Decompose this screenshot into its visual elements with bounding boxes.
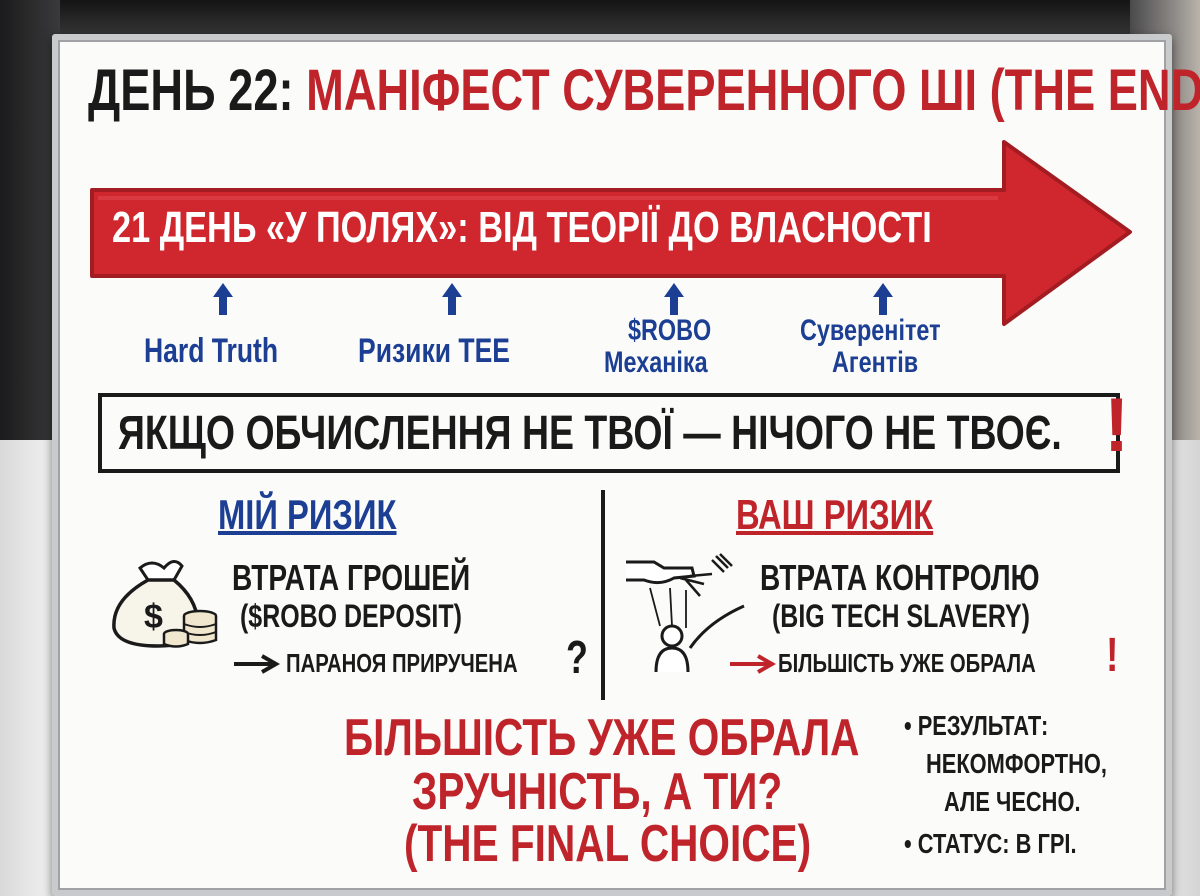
milestone-label: Ризики TEE: [358, 332, 511, 370]
bullet: •: [904, 828, 912, 859]
conclusion-line-1: БІЛЬШІСТЬ УЖЕ ОБРАЛА: [344, 709, 860, 767]
money-bag-icon: $: [112, 560, 218, 648]
right-line-1: ВТРАТА КОНТРОЛЮ: [760, 557, 1040, 598]
title-day: ДЕНЬ 22:: [88, 58, 294, 123]
background-wall-top: [0, 0, 1200, 40]
up-arrow-icon: [873, 283, 893, 315]
right-arrow-icon: [730, 654, 776, 674]
right-heading: ВАШ РИЗИК: [736, 491, 934, 538]
title-rest: МАНІФЕСТ СУВЕРЕННОГО ШІ (THE END): [306, 58, 1200, 123]
result-label: • РЕЗУЛЬТАТ:: [904, 712, 1048, 740]
left-line-2: ($ROBO DEPOSIT): [240, 598, 462, 634]
board-stand-left: [0, 440, 60, 896]
arrow-banner-text: 21 ДЕНЬ «У ПОЛЯХ»: ВІД ТЕОРІЇ ДО ВЛАСНОС…: [112, 203, 932, 252]
right-arrow-icon: [234, 654, 280, 674]
manifesto-box: [98, 393, 1120, 473]
milestone-label: Hard Truth: [144, 332, 279, 370]
right-exclamation: !: [1106, 629, 1119, 682]
bag-dollar-sign: $: [144, 598, 163, 636]
left-line-1: ВТРАТА ГРОШЕЙ: [232, 557, 471, 598]
right-arrow-line: БІЛЬШІСТЬ УЖЕ ОБРАЛА: [778, 648, 1036, 678]
milestone-sublabel: Агентів: [832, 346, 919, 379]
puppet-icon: [626, 553, 745, 673]
column-divider: [601, 490, 605, 700]
left-heading: МІЙ РИЗИК: [218, 491, 397, 538]
milestone-label: $ROBO: [628, 314, 712, 347]
left-question-mark: ?: [566, 631, 588, 683]
milestone-label: Суверенітет: [800, 314, 941, 347]
left-arrow-line: ПАРАНОЯ ПРИРУЧЕНА: [286, 648, 518, 678]
manifesto-exclamation: !: [1104, 383, 1130, 468]
right-line-2: (BIG TECH SLAVERY): [772, 598, 1030, 634]
timeline-arrow: [90, 140, 1132, 326]
result-label-text: РЕЗУЛЬТАТ:: [917, 710, 1049, 741]
board-title: ДЕНЬ 22: МАНІФЕСТ СУВЕРЕННОГО ШІ (THE EN…: [88, 62, 1200, 120]
up-arrow-icon: [213, 283, 233, 315]
up-arrow-icon: [664, 283, 684, 315]
status-line: • СТАТУС: В ГРІ.: [904, 830, 1077, 858]
status-text: СТАТУС: В ГРІ.: [917, 828, 1077, 859]
manifesto-text: ЯКЩО ОБЧИСЛЕННЯ НЕ ТВОЇ — НІЧОГО НЕ ТВОЄ…: [118, 407, 1062, 460]
conclusion-line-2: ЗРУЧНІСТЬ, А ТИ?: [412, 763, 783, 821]
milestone-sublabel: Механіка: [604, 346, 708, 379]
conclusion-line-3: (THE FINAL CHOICE): [404, 815, 812, 873]
whiteboard: [52, 34, 1172, 896]
result-line-1: НЕКОМФОРТНО,: [926, 748, 1107, 779]
bullet: •: [904, 710, 912, 741]
up-arrow-icon: [442, 283, 462, 315]
result-line-2: АЛЕ ЧЕСНО.: [944, 786, 1081, 817]
